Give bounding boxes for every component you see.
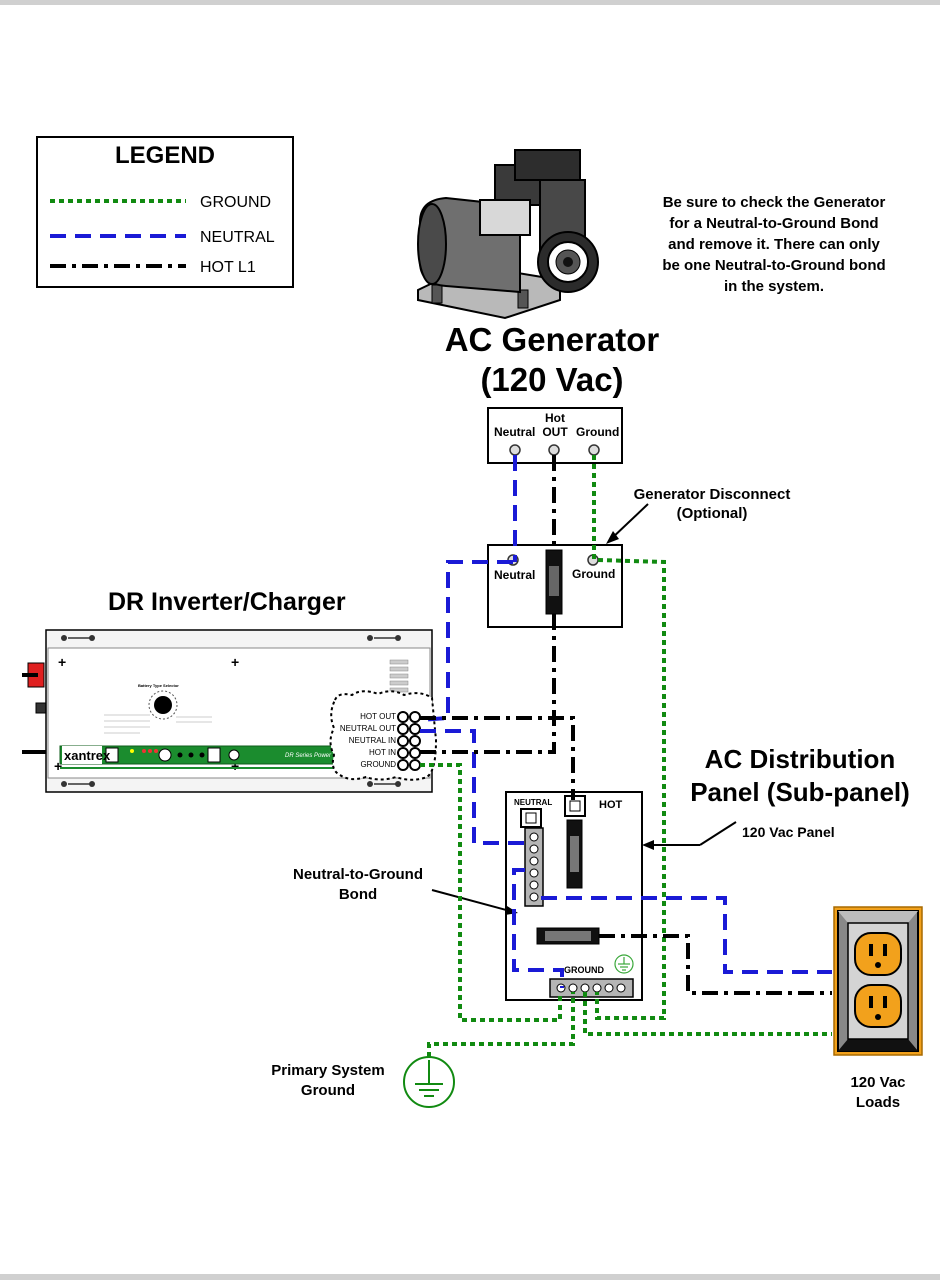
battery-selector-label: Battery Type Selector bbox=[138, 683, 179, 688]
generator-ground-label: Ground bbox=[576, 425, 620, 439]
terminal-cloud bbox=[329, 690, 438, 781]
note-line-4: be one Neutral-to-Ground bond bbox=[662, 257, 886, 274]
loads-label-line1: 120 Vac bbox=[850, 1074, 906, 1091]
panel-title-line1: AC Distribution bbox=[704, 744, 896, 774]
panel-title-line2: Panel (Sub-panel) bbox=[690, 777, 910, 807]
disconnect-ground-label: Ground bbox=[572, 567, 616, 581]
terminal-hot-in: HOT IN bbox=[369, 748, 396, 757]
loads-label: 120 Vac Loads bbox=[832, 1073, 924, 1113]
note-line-5: in the system. bbox=[723, 278, 825, 295]
panel-neutral-label: NEUTRAL bbox=[514, 798, 553, 807]
generator-title: AC Generator (120 Vac) bbox=[422, 320, 682, 400]
legend-neutral-label: NEUTRAL bbox=[200, 229, 275, 246]
note-line-1: Be sure to check the Generator bbox=[662, 194, 886, 211]
inverter-title: DR Inverter/Charger bbox=[108, 588, 346, 616]
generator-hot-line1: Hot bbox=[545, 411, 565, 425]
inverter-terminal-labels: HOT OUT NEUTRAL OUT NEUTRAL IN HOT IN GR… bbox=[336, 711, 396, 771]
legend-box: LEGEND GROUND NEUTRAL HOT L1 bbox=[36, 136, 294, 288]
ground-wires bbox=[420, 455, 832, 1057]
panel-ground-label: GROUND bbox=[564, 965, 604, 975]
note-line-2: for a Neutral-to-Ground Bond bbox=[669, 215, 879, 232]
svg-text:+: + bbox=[231, 758, 239, 774]
outlet-illustration bbox=[833, 906, 923, 1056]
terminal-neutral-in: NEUTRAL IN bbox=[348, 736, 396, 745]
loads-label-line2: Loads bbox=[855, 1094, 901, 1111]
svg-text:+: + bbox=[58, 654, 66, 670]
generator-illustration bbox=[417, 149, 599, 320]
panel-title: AC Distribution Panel (Sub-panel) bbox=[672, 743, 928, 809]
terminal-neutral-out: NEUTRAL OUT bbox=[339, 724, 396, 733]
generator-note: Be sure to check the Generator for a Neu… bbox=[640, 192, 908, 297]
generator-neutral-label: Neutral bbox=[494, 425, 536, 439]
terminal-ground: GROUND bbox=[360, 760, 396, 769]
bond-label: Neutral-to-Ground Bond bbox=[276, 865, 440, 905]
hot-wires bbox=[420, 455, 832, 995]
primary-ground-label: Primary System Ground bbox=[256, 1061, 400, 1101]
panel-sub-label: 120 Vac Panel bbox=[742, 824, 835, 840]
bond-label-line2: Bond bbox=[338, 886, 378, 903]
generator-hot-line2: OUT bbox=[542, 425, 568, 439]
disconnect-label-line1: Generator Disconnect bbox=[633, 486, 791, 503]
disconnect-neutral-label: Neutral bbox=[494, 568, 536, 582]
bottom-border bbox=[0, 1274, 940, 1280]
legend-hot-label: HOT L1 bbox=[200, 259, 256, 276]
generator-title-line2: (120 Vac) bbox=[480, 361, 624, 398]
terminal-hot-out: HOT OUT bbox=[360, 712, 396, 721]
inverter-model-text: DR Series Power bbox=[285, 753, 332, 759]
legend-ground-label: GROUND bbox=[200, 194, 272, 211]
generator-title-line1: AC Generator bbox=[444, 321, 660, 358]
primary-ground-line2: Ground bbox=[300, 1082, 356, 1099]
svg-text:+: + bbox=[54, 758, 62, 774]
bond-label-line1: Neutral-to-Ground bbox=[293, 866, 423, 883]
note-line-3: and remove it. There can only bbox=[668, 236, 880, 253]
panel-hot-label: HOT bbox=[599, 799, 623, 811]
disconnect-label-line2: (Optional) bbox=[676, 505, 748, 522]
inverter-brand: xantrex bbox=[64, 748, 111, 763]
disconnect-label: Generator Disconnect (Optional) bbox=[624, 485, 800, 523]
top-border bbox=[0, 0, 940, 5]
primary-ground-line1: Primary System bbox=[271, 1062, 385, 1079]
legend-title: LEGEND bbox=[114, 142, 215, 169]
svg-text:+: + bbox=[231, 654, 239, 670]
generator-hot-label: Hot OUT bbox=[540, 411, 570, 439]
